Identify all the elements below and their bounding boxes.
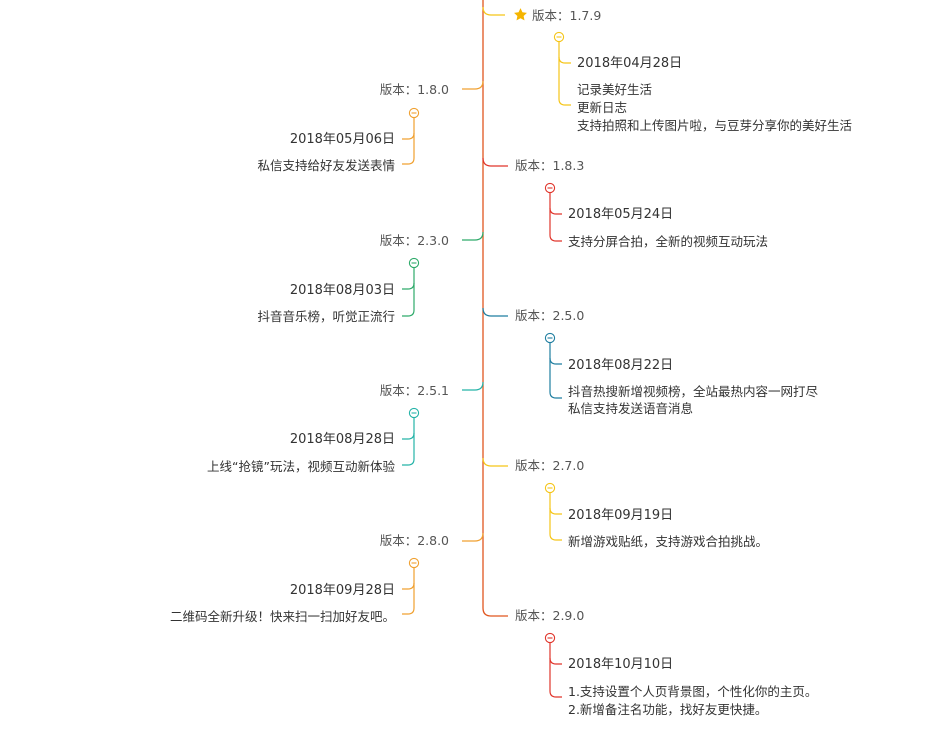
child-connector [549, 343, 562, 399]
release-note: 抖音音乐榜，听觉正流行 [257, 309, 395, 324]
release-date-2-9-0[interactable]: 2018年10月10日 [568, 657, 674, 672]
branch-connector [462, 231, 484, 241]
star-icon [514, 8, 527, 21]
release-note: 支持分屏合拍，全新的视频互动玩法 [568, 234, 769, 249]
branch-connector [482, 6, 505, 16]
child-connector [549, 643, 562, 698]
release-note: 私信支持给好友发送表情 [257, 158, 395, 173]
release-note: 上线“抢镜”玩法，视频互动新体验 [207, 459, 395, 474]
child-connector [549, 207, 562, 215]
child-connector [549, 507, 562, 515]
release-note: 更新日志 [577, 100, 628, 115]
child-connector [402, 268, 415, 317]
child-connector [558, 42, 571, 106]
branch-connector [462, 80, 484, 90]
version-label-1-8-0[interactable]: 版本：1.8.0 [379, 82, 449, 97]
version-label-2-3-0[interactable]: 版本：2.3.0 [379, 233, 449, 248]
child-connector [549, 493, 562, 541]
branch-connector [482, 307, 508, 317]
child-connector [549, 357, 562, 365]
version-label-2-5-0[interactable]: 版本：2.5.0 [515, 308, 585, 323]
version-label-1-7-9[interactable]: 版本：1.7.9 [532, 8, 602, 23]
release-note: 二维码全新升级！快来扫一扫加好友吧。 [169, 609, 395, 624]
release-date-1-8-3[interactable]: 2018年05月24日 [568, 207, 674, 222]
release-date-2-3-0[interactable]: 2018年08月03日 [289, 283, 395, 298]
release-date-2-8-0[interactable]: 2018年09月28日 [289, 583, 395, 598]
version-label-2-8-0[interactable]: 版本：2.8.0 [379, 533, 449, 548]
release-date-1-7-9[interactable]: 2018年04月28日 [577, 56, 683, 71]
branch-connector [462, 381, 484, 391]
child-connector [402, 582, 415, 590]
version-label-2-5-1[interactable]: 版本：2.5.1 [379, 383, 449, 398]
child-connector [549, 657, 562, 665]
release-note: 私信支持发送语音消息 [568, 401, 694, 416]
child-connector [402, 418, 415, 466]
version-label-2-9-0[interactable]: 版本：2.9.0 [515, 608, 585, 623]
child-connector [558, 56, 571, 64]
child-connector [402, 132, 415, 140]
child-connector [402, 282, 415, 290]
release-note: 抖音热搜新增视频榜，全站最热内容一网打尽 [568, 384, 819, 399]
release-note: 记录美好生活 [577, 82, 653, 97]
version-label-1-8-3[interactable]: 版本：1.8.3 [515, 158, 585, 173]
child-connector [549, 193, 562, 242]
trunk-line [482, 0, 508, 617]
release-date-2-5-1[interactable]: 2018年08月28日 [289, 432, 395, 447]
release-note: 新增游戏贴纸，支持游戏合拍挑战。 [568, 534, 769, 549]
branch-connector [462, 532, 484, 542]
release-date-2-7-0[interactable]: 2018年09月19日 [568, 508, 674, 523]
release-note: 1.支持设置个人页背景图，个性化你的主页。 [568, 684, 818, 699]
child-connector [402, 568, 415, 615]
release-date-1-8-0[interactable]: 2018年05月06日 [289, 132, 395, 147]
branch-connector [482, 457, 508, 467]
release-note: 2.新增备注名功能，找好友更快捷。 [568, 702, 768, 717]
version-label-2-7-0[interactable]: 版本：2.7.0 [515, 458, 585, 473]
branch-connector [482, 157, 508, 167]
child-connector [402, 118, 415, 165]
release-note: 支持拍照和上传图片啦，与豆芽分享你的美好生活 [577, 118, 853, 133]
child-connector [402, 432, 415, 440]
release-date-2-5-0[interactable]: 2018年08月22日 [568, 358, 674, 373]
